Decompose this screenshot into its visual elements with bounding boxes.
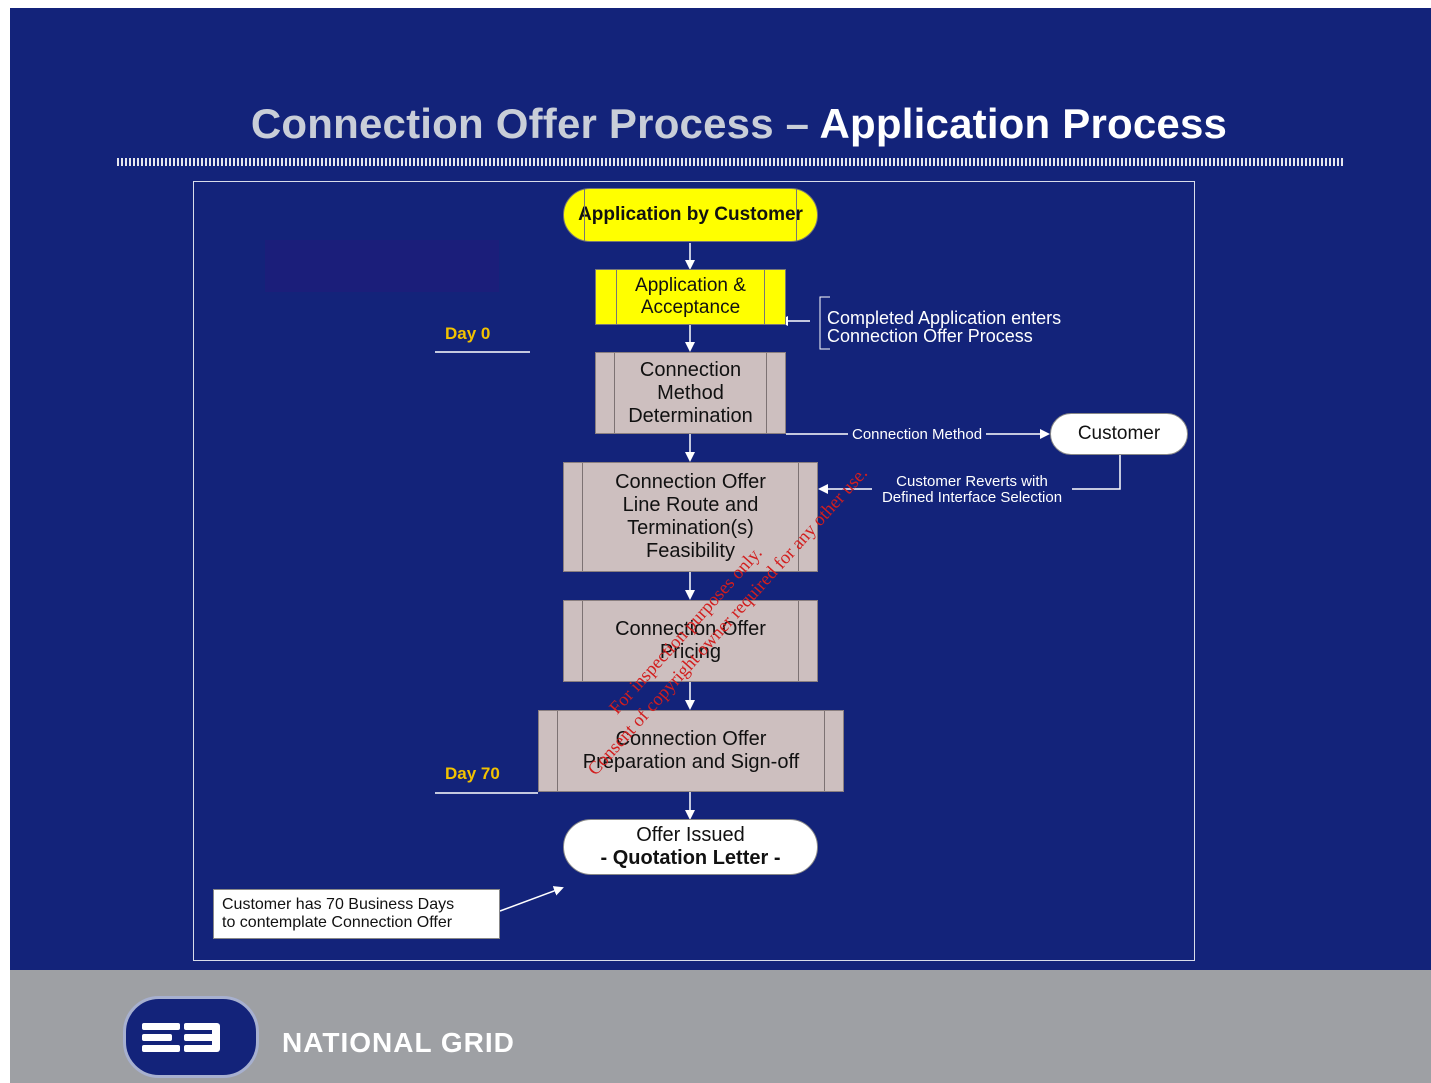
- step3-line2: Line Route and: [622, 494, 759, 516]
- footer: NATIONAL GRID: [10, 970, 1431, 1083]
- start-node-label: Application by Customer: [578, 204, 803, 225]
- customer-label: Customer: [1077, 423, 1161, 444]
- diagram-frame: [193, 181, 1195, 961]
- contemplate-line2: to contemplate Connection Offer: [222, 914, 453, 931]
- customer-node: Customer: [1050, 413, 1188, 455]
- step2-line3: Determination: [628, 404, 753, 427]
- brand-name: NATIONAL GRID: [282, 1027, 515, 1058]
- contemplate-line1: Customer has 70 Business Days: [222, 896, 455, 913]
- start-node: Application by Customer: [563, 188, 818, 242]
- title-part2: Application Process: [819, 100, 1228, 147]
- completed-application-note: Completed Application enters Connection …: [827, 309, 1061, 345]
- end-node-offer-issued: Offer Issued- Quotation Letter -: [563, 819, 818, 875]
- esb-logo-icon: [142, 1023, 220, 1052]
- step5-line1: Connection Offer: [615, 728, 767, 750]
- step1-line1: Application &: [635, 275, 746, 296]
- completed-line2: Connection Offer Process: [827, 326, 1033, 346]
- step3-line4: Feasibility: [646, 540, 735, 562]
- step4-line2: Pricing: [659, 641, 722, 663]
- title-part1: Connection Offer Process –: [250, 100, 820, 147]
- step3-line1: Connection Offer: [615, 471, 766, 493]
- step3-line3: Termination(s): [627, 517, 754, 539]
- decorative-shape: [265, 240, 499, 292]
- esb-logo: [123, 996, 259, 1078]
- completed-line1: Completed Application enters: [827, 308, 1062, 328]
- end-line2: - Quotation Letter -: [600, 847, 781, 869]
- connection-method-label: Connection Method: [848, 427, 987, 443]
- bracket-completed: [819, 296, 830, 350]
- title-divider: [117, 158, 1345, 166]
- step2-line2: Method: [657, 381, 724, 404]
- slide: Connection Offer Process – Application P…: [10, 8, 1431, 1083]
- reverts-line2: Defined Interface Selection: [881, 489, 1063, 506]
- day70-label: Day 70: [445, 764, 500, 783]
- arrow-contemplate: [499, 886, 564, 912]
- step5-line2: Preparation and Sign-off: [582, 751, 800, 773]
- customer-reverts-note: Customer Reverts with Defined Interface …: [872, 474, 1072, 506]
- day0-label: Day 0: [445, 324, 491, 343]
- page-title: Connection Offer Process – Application P…: [10, 100, 1431, 148]
- connector-lines: [435, 243, 1121, 912]
- reverts-line1: Customer Reverts with: [896, 473, 1048, 490]
- end-line1: Offer Issued: [636, 824, 745, 846]
- step1-line2: Acceptance: [640, 297, 741, 318]
- step-application-acceptance: Application &Acceptance: [595, 269, 786, 325]
- step4-line1: Connection Offer: [615, 618, 766, 640]
- step2-line1: Connection: [639, 358, 742, 381]
